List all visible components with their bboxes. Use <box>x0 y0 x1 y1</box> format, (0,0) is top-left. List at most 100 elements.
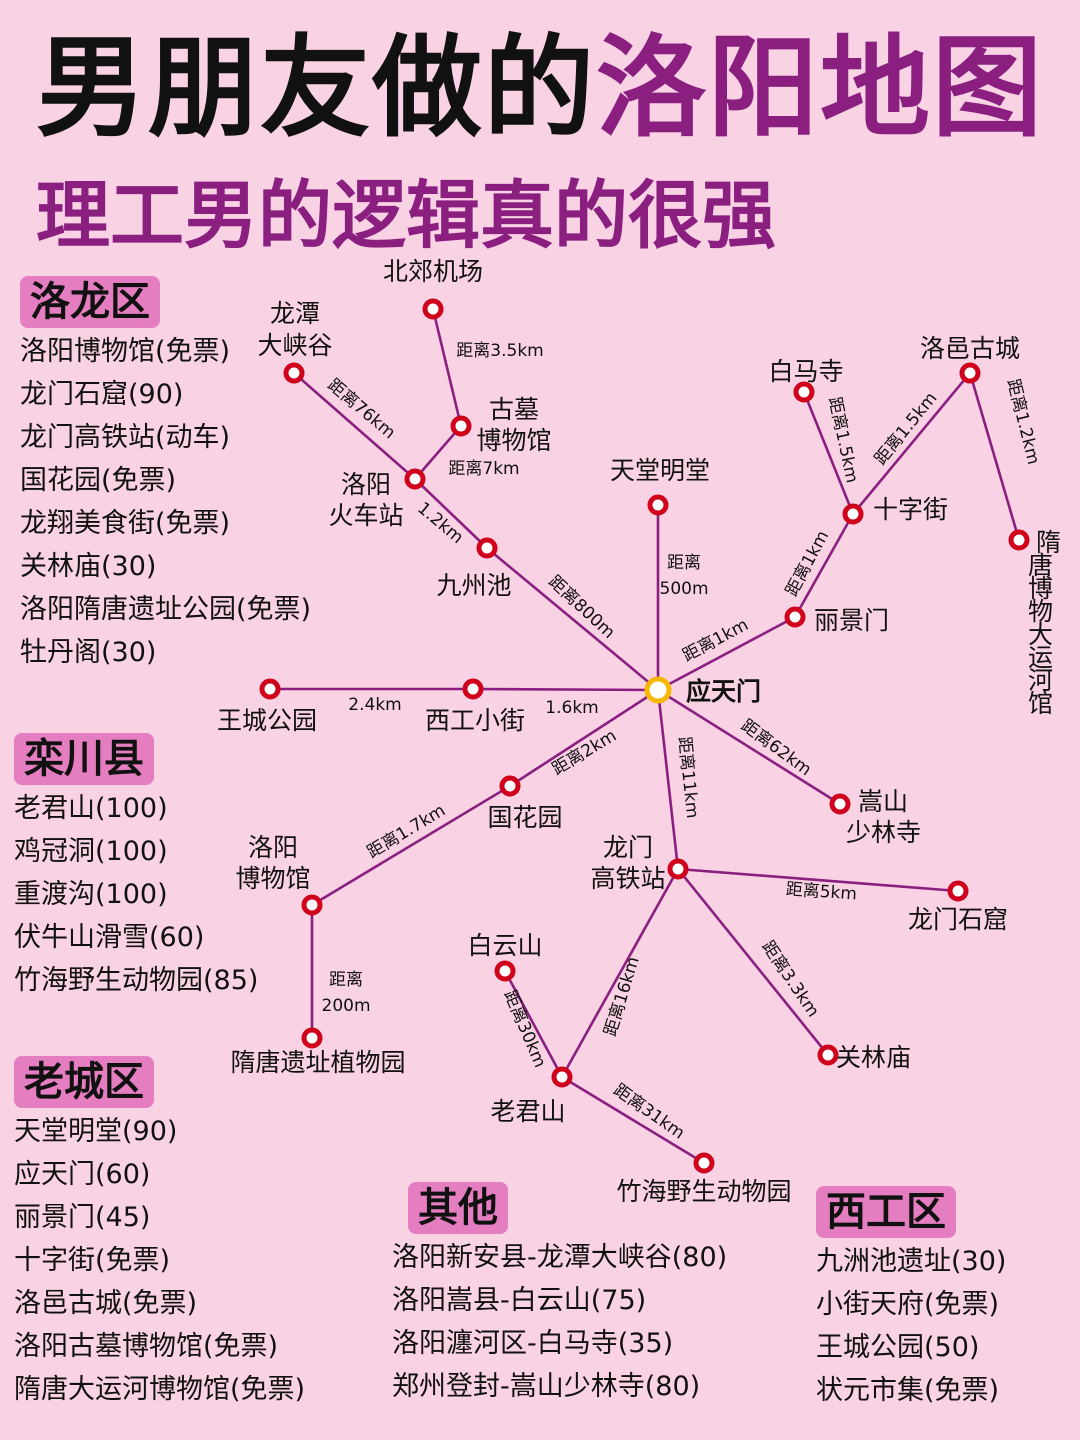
route-line <box>509 688 659 788</box>
route-line <box>851 372 972 515</box>
distance-label: 距离1.5km <box>871 389 942 470</box>
list-item: 小街天府(免票) <box>816 1289 1000 1320</box>
route-line <box>293 372 416 480</box>
page-title: 男朋友做的洛阳地图 <box>36 22 1044 154</box>
route-line <box>656 689 680 870</box>
list-item: 天堂明堂(90) <box>14 1116 178 1147</box>
station-marker <box>647 494 669 516</box>
list-item: 洛阳隋唐遗址公园(免票) <box>20 594 312 625</box>
route-line <box>657 615 796 692</box>
section-others: 其他 洛阳新安县-龙潭大峡谷(80) 洛阳嵩县-白云山(75) 洛阳瀍河区-白马… <box>392 1182 727 1408</box>
section-header: 栾川县 <box>14 733 154 785</box>
list-item: 洛阳博物馆(免票) <box>20 336 231 367</box>
station-marker <box>499 775 521 797</box>
list-item: 王城公园(50) <box>816 1332 980 1363</box>
station-marker <box>494 960 516 982</box>
station-label-bowuguan: 洛阳博物馆 <box>235 833 310 893</box>
section-luanchuan: 栾川县 老君山(100) 鸡冠洞(100) 重渡沟(100) 伏牛山滑雪(60)… <box>14 733 258 1002</box>
station-marker <box>693 1152 715 1174</box>
route-line <box>560 868 680 1078</box>
route-line <box>414 425 462 480</box>
list-item: 牡丹阁(30) <box>20 637 157 668</box>
station-marker <box>842 503 864 525</box>
station-label-guohuayuan: 国花园 <box>487 803 562 832</box>
station-marker <box>793 381 815 403</box>
distance-label: 距离800m <box>544 572 618 643</box>
station-label-shizijie: 十字街 <box>873 495 948 524</box>
distance-label: 距离7km <box>448 459 519 479</box>
list-item: 龙翔美食街(免票) <box>20 508 231 539</box>
station-label-baimasi: 白马寺 <box>768 357 843 386</box>
route-line <box>414 478 488 549</box>
station-label-wangcheng: 王城公园 <box>217 706 317 735</box>
distance-label: 1.2km <box>413 498 467 548</box>
list-item: 鸡冠洞(100) <box>14 836 168 867</box>
station-marker <box>947 880 969 902</box>
list-item: 隋唐大运河博物馆(免票) <box>14 1374 306 1405</box>
list-item: 国花园(免票) <box>20 465 177 496</box>
station-label-baiyunshan: 白云山 <box>467 931 542 960</box>
section-luolong: 洛龙区 洛阳博物馆(免票) 龙门石窟(90) 龙门高铁站(动车) 国花园(免票)… <box>20 276 311 674</box>
route-line <box>657 688 841 806</box>
section-xigong: 西工区 九洲池遗址(30) 小街天府(免票) 王城公园(50) 状元市集(免票) <box>816 1186 1006 1412</box>
page-subtitle: 理工男的逻辑真的很强 <box>36 173 776 259</box>
hub-label: 应天门 <box>686 677 761 706</box>
section-header: 其他 <box>408 1182 508 1234</box>
station-marker <box>283 362 305 384</box>
route-line <box>486 546 659 692</box>
station-label-zhiwuyuan: 隋唐遗址植物园 <box>230 1048 405 1077</box>
list-item: 重渡沟(100) <box>14 879 168 910</box>
route-line <box>311 784 511 907</box>
section-header: 西工区 <box>816 1186 956 1238</box>
station-label-lijingmen: 丽景门 <box>814 606 889 635</box>
station-label-suitang: 隋唐博物大运河馆 <box>1028 528 1061 718</box>
station-label-jiuzhouchi: 九州池 <box>436 571 511 600</box>
route-line <box>503 970 564 1078</box>
station-marker <box>301 894 323 916</box>
list-item: 应天门(60) <box>14 1159 151 1190</box>
section-laocheng: 老城区 天堂明堂(90) 应天门(60) 丽景门(45) 十字街(免票) 洛邑古… <box>14 1056 305 1411</box>
station-label-laojunshan: 老君山 <box>490 1097 565 1126</box>
route-line <box>802 391 855 515</box>
route-line <box>676 868 830 1056</box>
station-label-zhuhai: 竹海野生动物园 <box>616 1177 791 1206</box>
list-item: 九洲池遗址(30) <box>816 1246 1007 1277</box>
distance-label: 1.6km <box>545 698 598 718</box>
list-item: 郑州登封-嵩山少林寺(80) <box>392 1371 701 1402</box>
list-item: 洛阳嵩县-白云山(75) <box>392 1285 647 1316</box>
distance-label: 2.4km <box>348 695 401 715</box>
list-item: 丽景门(45) <box>14 1202 151 1233</box>
hub-marker <box>644 676 672 704</box>
station-marker <box>829 793 851 815</box>
station-marker <box>422 298 444 320</box>
distance-label: 距离5km <box>785 880 857 905</box>
station-label-gumu: 古墓博物馆 <box>476 395 551 455</box>
distance-label: 距离1.5km <box>824 395 862 485</box>
station-marker <box>404 468 426 490</box>
list-item: 老君山(100) <box>14 793 168 824</box>
station-label-beijiao: 北郊机场 <box>383 257 483 286</box>
station-label-huochezhan: 洛阳火车站 <box>328 470 403 530</box>
list-item: 洛阳古墓博物馆(免票) <box>14 1331 279 1362</box>
route-line <box>472 687 659 692</box>
list-item: 伏牛山滑雪(60) <box>14 922 205 953</box>
station-marker <box>959 362 981 384</box>
station-marker <box>462 678 484 700</box>
distance-label: 距离30km <box>499 987 549 1070</box>
station-label-songshan: 嵩山少林寺 <box>846 787 921 847</box>
list-item: 状元市集(免票) <box>816 1375 1000 1406</box>
station-marker <box>259 678 281 700</box>
title-part2: 洛阳地图 <box>596 24 1044 152</box>
section-header: 老城区 <box>14 1056 154 1108</box>
list-item: 竹海野生动物园(85) <box>14 965 259 996</box>
station-label-guanlinmiao: 关林庙 <box>836 1043 911 1072</box>
station-label-longmenshiku: 龙门石窟 <box>908 905 1008 934</box>
list-item: 洛邑古城(免票) <box>14 1288 198 1319</box>
list-item: 十字街(免票) <box>14 1245 171 1276</box>
station-marker <box>301 1027 323 1049</box>
station-marker <box>667 858 689 880</box>
station-marker <box>551 1066 573 1088</box>
distance-label: 距离11km <box>674 736 702 820</box>
